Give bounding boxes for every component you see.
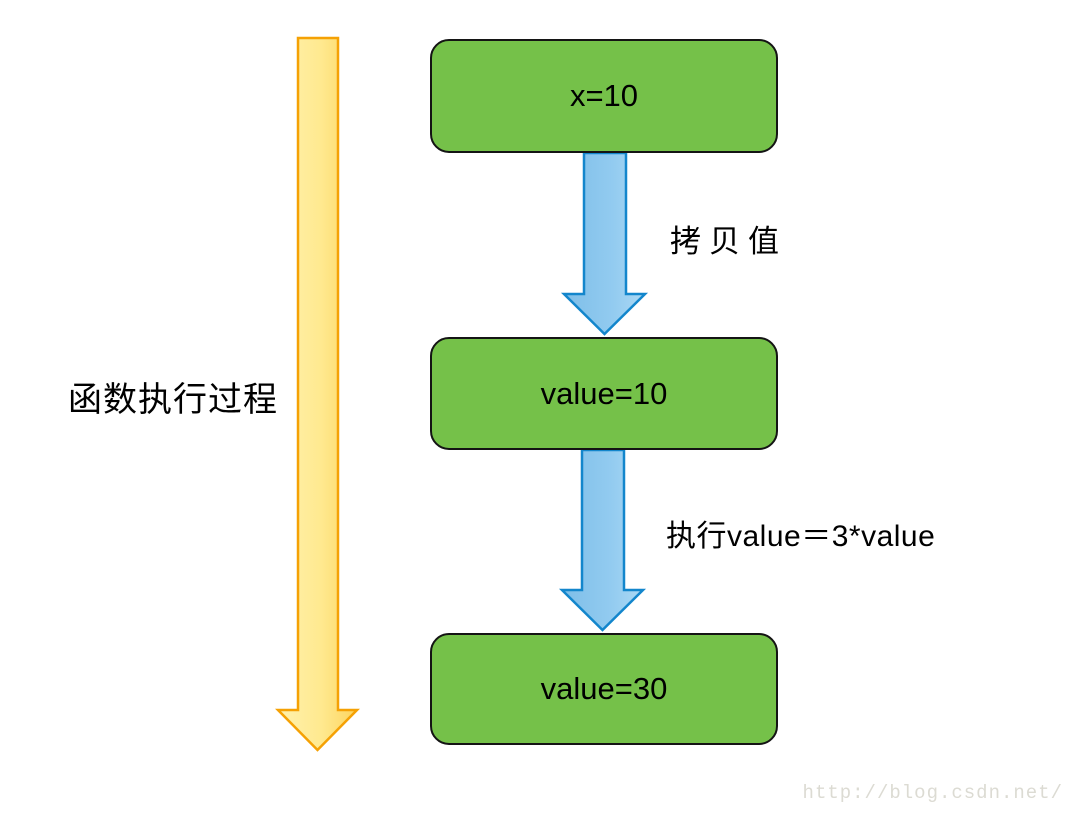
node-value-equals-10: value=10 bbox=[430, 337, 778, 450]
copy-value-arrow-icon bbox=[560, 151, 649, 336]
watermark-url: http://blog.csdn.net/ bbox=[802, 782, 1063, 804]
edge-label-copy-value: 拷贝值 bbox=[670, 224, 787, 259]
process-flow-arrow-icon bbox=[275, 36, 360, 752]
node-value-equals-30: value=30 bbox=[430, 633, 778, 745]
node-label: x=10 bbox=[569, 78, 639, 113]
side-label-function-execution: 函数执行过程 bbox=[68, 381, 278, 419]
execute-arrow-icon bbox=[558, 448, 647, 632]
node-label: value=10 bbox=[540, 375, 668, 411]
edge-label-execute-statement: 执行value＝3*value bbox=[666, 520, 936, 553]
node-label: value=30 bbox=[540, 671, 668, 706]
node-x-equals-10: x=10 bbox=[430, 39, 778, 153]
